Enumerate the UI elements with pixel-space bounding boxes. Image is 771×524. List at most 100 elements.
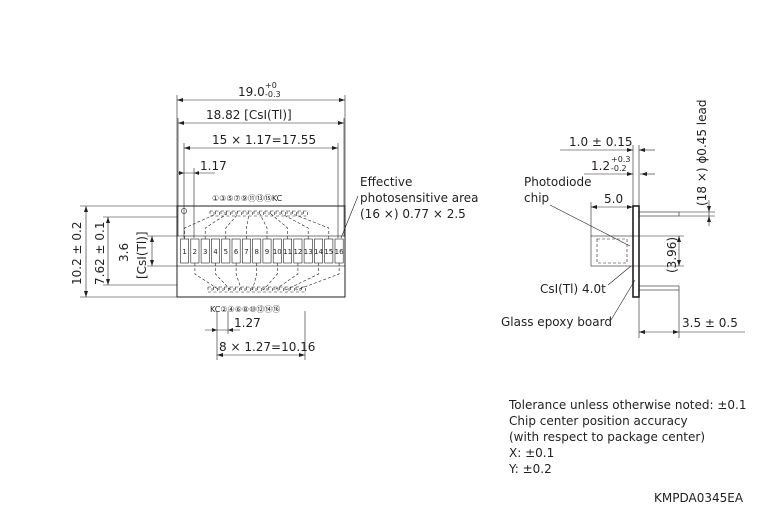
label-chip-2: chip: [524, 191, 549, 205]
element-number: 10: [273, 248, 282, 256]
arrow: [677, 260, 681, 266]
csi-block: [590, 235, 634, 267]
dim-lead-pitch: 1.27: [234, 316, 261, 330]
element-number: 1: [182, 248, 186, 256]
note-1: Tolerance unless otherwise noted: ±0.1: [508, 398, 747, 412]
label-board: Glass epoxy board: [501, 315, 612, 329]
wiring-trace: [204, 213, 228, 239]
bond-pad: [268, 286, 273, 293]
wiring-trace: [292, 213, 330, 239]
wiring-trace: [194, 263, 220, 291]
dim-chip: 5.0: [604, 192, 623, 206]
arrow: [178, 121, 184, 125]
dim-total-width-tol-upper: +0: [265, 81, 277, 90]
leader-chip: [549, 204, 631, 247]
element-number: 16: [335, 248, 344, 256]
element-number: 13: [304, 248, 313, 256]
element-number: 7: [244, 248, 248, 256]
notes: Tolerance unless otherwise noted: ±0.1 C…: [508, 398, 747, 476]
bond-pad: [295, 286, 301, 293]
bond-pad: [235, 286, 240, 293]
bond-pad: [215, 210, 220, 217]
bond-pad: [226, 210, 231, 217]
annotation-line-1: Effective: [360, 175, 412, 189]
wiring-trace: [215, 263, 231, 291]
arrow: [217, 353, 223, 357]
wiring-trace: [274, 263, 299, 291]
bond-pad: [231, 210, 237, 217]
bond-pad: [275, 210, 281, 217]
bond-pad: [240, 286, 246, 293]
element-number: 15: [324, 248, 333, 256]
leader-csi: [607, 265, 632, 286]
note-3: (with respect to package center): [509, 430, 705, 444]
dim-csi-height: 3.6: [117, 243, 131, 262]
dim-pitch: 1.17: [200, 159, 227, 173]
leader-effective-area: [340, 195, 359, 239]
arrow: [338, 121, 344, 125]
arrow: [179, 171, 184, 175]
wiring-traces: [184, 210, 340, 293]
bond-pad: [213, 286, 218, 293]
bond-pad: [290, 286, 295, 293]
label-chip-1: Photodiode: [524, 175, 592, 189]
arrow: [627, 172, 633, 176]
drawing-code: KMPDA0345EA: [654, 491, 744, 505]
glass-epoxy-board: [632, 205, 640, 298]
top-pin-labels: ①③⑤⑦⑨⑪⑬⑮KC: [212, 194, 283, 203]
bond-pad: [281, 210, 286, 217]
arrow: [299, 353, 305, 357]
wiring-trace: [235, 263, 242, 291]
csi-strip: [176, 235, 346, 267]
annotation-line-3: (16 ×) 0.77 × 2.5: [360, 207, 466, 221]
arrow: [84, 291, 88, 297]
dim-lead: (18 ×) ϕ0.45 lead: [695, 100, 709, 206]
bond-pad: [224, 286, 229, 293]
side-view: 1.0 ± 0.15 1.2 +0.3 -0.2 Photodiode chip…: [501, 100, 745, 338]
arrow: [627, 148, 633, 152]
arrow: [150, 260, 154, 266]
arrow: [106, 279, 110, 285]
wiring-trace: [259, 213, 268, 239]
bond-pad: [220, 210, 226, 217]
element-number: 5: [224, 248, 228, 256]
wiring-trace: [263, 263, 278, 291]
arrow: [591, 205, 597, 209]
wiring-trace: [285, 263, 319, 291]
dim-35: 3.5 ± 0.5: [682, 316, 738, 330]
bond-pad: [242, 210, 248, 217]
wiring-trace: [296, 263, 340, 291]
wiring-trace: [281, 213, 309, 239]
bond-pad: [237, 210, 242, 217]
note-4: X: ±0.1: [509, 446, 554, 460]
element-number: 12: [293, 248, 302, 256]
arrow: [106, 217, 110, 223]
element-number: 2: [193, 248, 197, 256]
note-2: Chip center position accuracy: [509, 414, 688, 428]
dim-inner-height: 7.62 ± 0.1: [93, 222, 107, 286]
arrow: [177, 98, 183, 102]
dim-b-tol-lower: -0.2: [611, 164, 627, 173]
bond-pad: [284, 286, 290, 293]
dim-total-width: 19.0: [238, 85, 265, 99]
bond-pad: [270, 210, 275, 217]
arrow: [339, 98, 345, 102]
dim-total-width-tol-lower: -0.3: [265, 90, 281, 99]
arrow: [639, 148, 645, 152]
bond-pad: [246, 286, 251, 293]
dim-lead-span: 8 × 1.27=10.16: [219, 340, 315, 354]
bond-pad: [286, 210, 292, 217]
dim-pitch-span: 15 × 1.17=17.55: [212, 133, 316, 147]
element-number: 4: [213, 248, 218, 256]
arrow: [332, 146, 338, 150]
dim-b: 1.2: [591, 159, 610, 173]
bond-pad: [292, 210, 297, 217]
arrow: [627, 205, 633, 209]
arrow: [707, 206, 711, 212]
bond-pad: [253, 210, 259, 217]
arrow: [677, 236, 681, 242]
element-number: 14: [314, 248, 323, 256]
